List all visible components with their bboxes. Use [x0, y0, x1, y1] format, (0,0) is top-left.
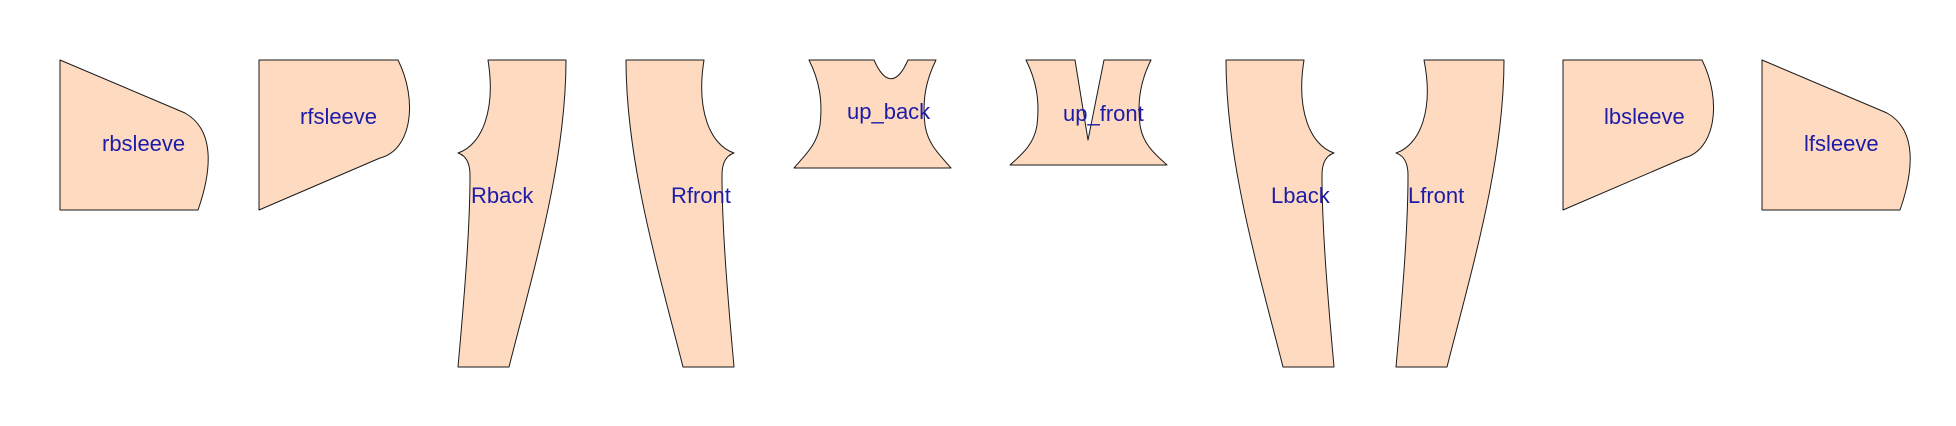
piece-rfsleeve: rfsleeve	[258, 59, 410, 211]
piece-rfront-label: Rfront	[671, 183, 731, 208]
piece-rbsleeve-shape	[59, 59, 209, 211]
piece-lfsleeve: lfsleeve	[1761, 59, 1911, 211]
piece-up-back: up_back	[793, 59, 952, 169]
piece-lfsleeve-shape	[1761, 59, 1911, 211]
piece-lfront-label: Lfront	[1408, 183, 1464, 208]
piece-rbsleeve: rbsleeve	[59, 59, 209, 211]
piece-up-front-label: up_front	[1063, 101, 1144, 126]
piece-up-back-label: up_back	[847, 99, 931, 124]
piece-up-back-shape	[793, 59, 952, 169]
piece-rbsleeve-label: rbsleeve	[102, 131, 185, 156]
piece-up-front: up_front	[1009, 59, 1168, 166]
piece-lfsleeve-label: lfsleeve	[1804, 131, 1879, 156]
piece-lbsleeve: lbsleeve	[1562, 59, 1714, 211]
piece-lfront-shape	[1395, 59, 1505, 368]
piece-rback-label: Rback	[471, 183, 534, 208]
piece-lbsleeve-label: lbsleeve	[1604, 104, 1685, 129]
piece-rfsleeve-shape	[258, 59, 410, 211]
piece-up-front-shape	[1009, 59, 1168, 166]
piece-lback-label: Lback	[1271, 183, 1331, 208]
piece-lbsleeve-shape	[1562, 59, 1714, 211]
piece-rback-shape	[457, 59, 567, 368]
piece-rback: Rback	[457, 59, 567, 368]
piece-lfront: Lfront	[1395, 59, 1505, 368]
piece-lback: Lback	[1225, 59, 1335, 368]
piece-rfront-shape	[625, 59, 735, 368]
piece-rfront: Rfront	[625, 59, 735, 368]
piece-rfsleeve-label: rfsleeve	[300, 104, 377, 129]
piece-lback-shape	[1225, 59, 1335, 368]
